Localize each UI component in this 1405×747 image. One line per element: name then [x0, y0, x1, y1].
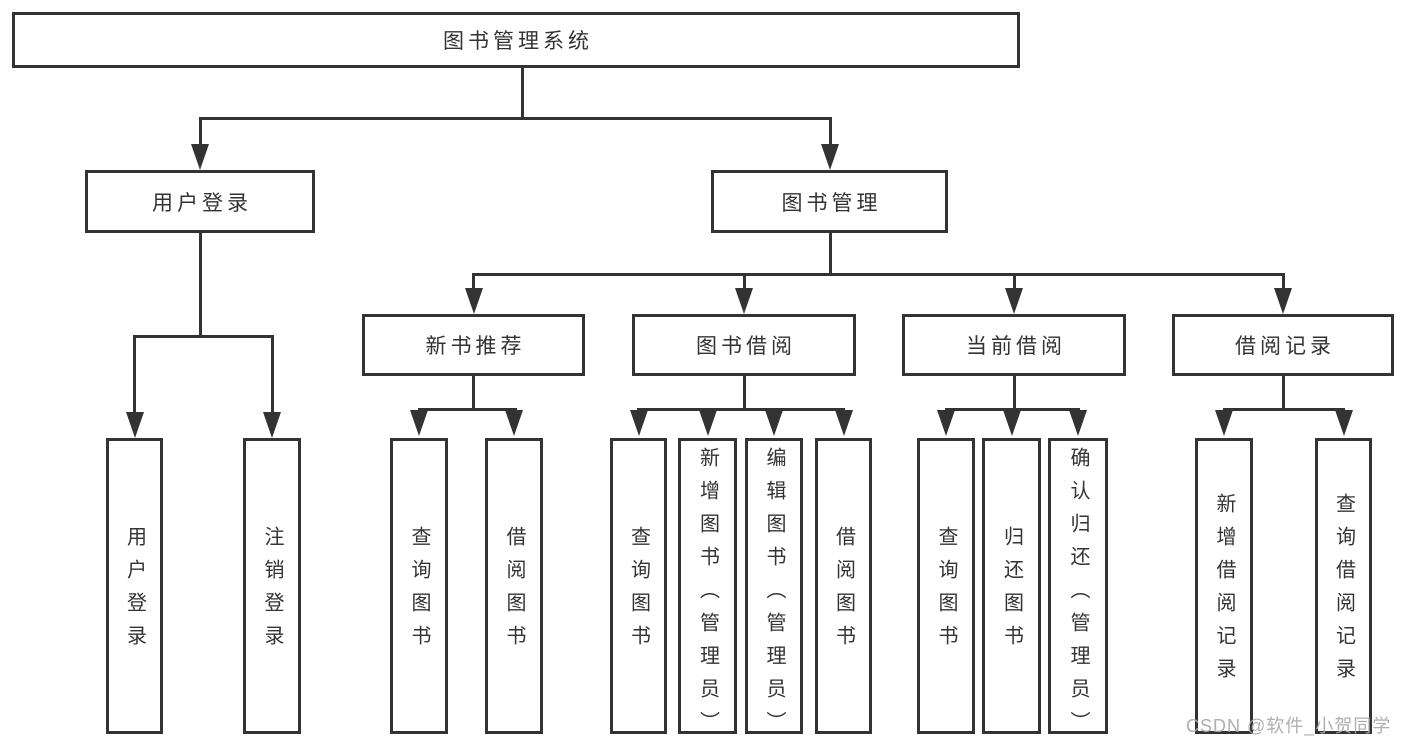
connector-level1-hline — [199, 117, 832, 120]
connector-stem — [1013, 376, 1016, 410]
connector-stem — [472, 376, 475, 410]
leaf-user-login: 用户登录 — [106, 438, 163, 734]
connector-level2-hline — [472, 273, 1285, 276]
node-label: 查询图书 — [408, 526, 430, 658]
arrowhead-down-icon — [1003, 410, 1021, 436]
leaf-add-books-admin: 新增图书（管理员） — [678, 438, 737, 744]
node-label: 借阅图书 — [832, 526, 855, 658]
connector-group2-hline — [637, 408, 845, 411]
arrowhead-down-icon — [1274, 288, 1292, 314]
node-label: 新增借阅记录 — [1213, 493, 1235, 691]
node-current-borrowing: 当前借阅 — [902, 314, 1126, 376]
leaf-confirm-return-admin: 确认归还（管理员） — [1048, 438, 1108, 744]
node-label: 新增图书（管理员） — [696, 447, 719, 744]
connector-stem — [199, 233, 202, 337]
node-new-book-recommend: 新书推荐 — [362, 314, 585, 376]
leaf-borrow-books-recommend: 借阅图书 — [485, 438, 543, 734]
node-label: 注销登录 — [261, 526, 283, 658]
connector-stem — [1282, 273, 1285, 293]
connector-stem — [829, 117, 832, 150]
arrowhead-down-icon — [1069, 410, 1087, 436]
node-borrowing-records: 借阅记录 — [1172, 314, 1394, 376]
node-label: 查询借阅记录 — [1332, 493, 1355, 691]
arrowhead-down-icon — [699, 410, 717, 436]
node-user-login: 用户登录 — [85, 170, 315, 233]
node-label: 确认归还（管理员） — [1067, 447, 1089, 744]
arrowhead-down-icon — [765, 410, 783, 436]
arrowhead-down-icon — [191, 144, 209, 170]
node-label: 用户登录 — [123, 526, 146, 658]
arrowhead-down-icon — [735, 288, 753, 314]
node-label: 新书推荐 — [425, 335, 526, 358]
leaf-borrow-books: 借阅图书 — [815, 438, 872, 734]
connector-stem — [743, 273, 746, 293]
arrowhead-down-icon — [410, 410, 428, 436]
node-label: 图书管理 — [781, 191, 882, 215]
arrowhead-down-icon — [1005, 288, 1023, 314]
leaf-logout: 注销登录 — [243, 438, 301, 734]
connector-group1-hline — [418, 408, 517, 411]
connector-group4-hline — [1223, 408, 1345, 411]
arrowhead-down-icon — [630, 410, 648, 436]
arrowhead-down-icon — [465, 288, 483, 314]
arrowhead-down-icon — [126, 412, 144, 438]
leaf-edit-books-admin: 编辑图书（管理员） — [745, 438, 803, 744]
leaf-query-books-borrowing: 查询图书 — [610, 438, 667, 734]
leaf-add-borrow-record: 新增借阅记录 — [1195, 438, 1253, 734]
node-root-library-system: 图书管理系统 — [12, 12, 1020, 68]
leaf-query-books-current: 查询图书 — [917, 438, 975, 734]
arrowhead-down-icon — [1335, 410, 1353, 436]
connector-stem — [199, 117, 202, 150]
arrowhead-down-icon — [1215, 410, 1233, 436]
node-label: 借阅记录 — [1235, 335, 1335, 358]
node-label: 借阅图书 — [503, 526, 525, 658]
csdn-watermark: CSDN @软件_小贺同学 — [1186, 716, 1392, 736]
node-label: 用户登录 — [152, 191, 252, 215]
connector-stem — [829, 233, 832, 275]
connector-stem — [743, 376, 746, 410]
node-label: 查询图书 — [935, 526, 957, 658]
node-label: 归还图书 — [1000, 526, 1023, 658]
arrowhead-down-icon — [937, 410, 955, 436]
node-label: 图书管理系统 — [443, 30, 593, 53]
leaf-query-borrow-record: 查询借阅记录 — [1315, 438, 1372, 734]
node-label: 图书借阅 — [696, 335, 796, 358]
connector-group3-hline — [945, 408, 1080, 411]
connector-stem — [1282, 376, 1285, 410]
connector-stem — [1013, 273, 1016, 293]
connector-stem — [133, 335, 136, 417]
arrowhead-down-icon — [821, 144, 839, 170]
connector-root-stem — [521, 67, 524, 119]
node-book-borrowing: 图书借阅 — [632, 314, 856, 376]
node-label: 编辑图书（管理员） — [763, 447, 785, 744]
connector-userlogin-hline — [133, 335, 274, 338]
arrowhead-down-icon — [263, 412, 281, 438]
node-label: 查询图书 — [627, 526, 650, 658]
node-book-management: 图书管理 — [711, 170, 948, 233]
leaf-query-books-recommend: 查询图书 — [390, 438, 448, 734]
leaf-return-books: 归还图书 — [982, 438, 1041, 734]
arrowhead-down-icon — [835, 410, 853, 436]
node-label: 当前借阅 — [966, 335, 1066, 358]
arrowhead-down-icon — [505, 410, 523, 436]
connector-stem — [472, 273, 475, 293]
connector-stem — [271, 335, 274, 417]
